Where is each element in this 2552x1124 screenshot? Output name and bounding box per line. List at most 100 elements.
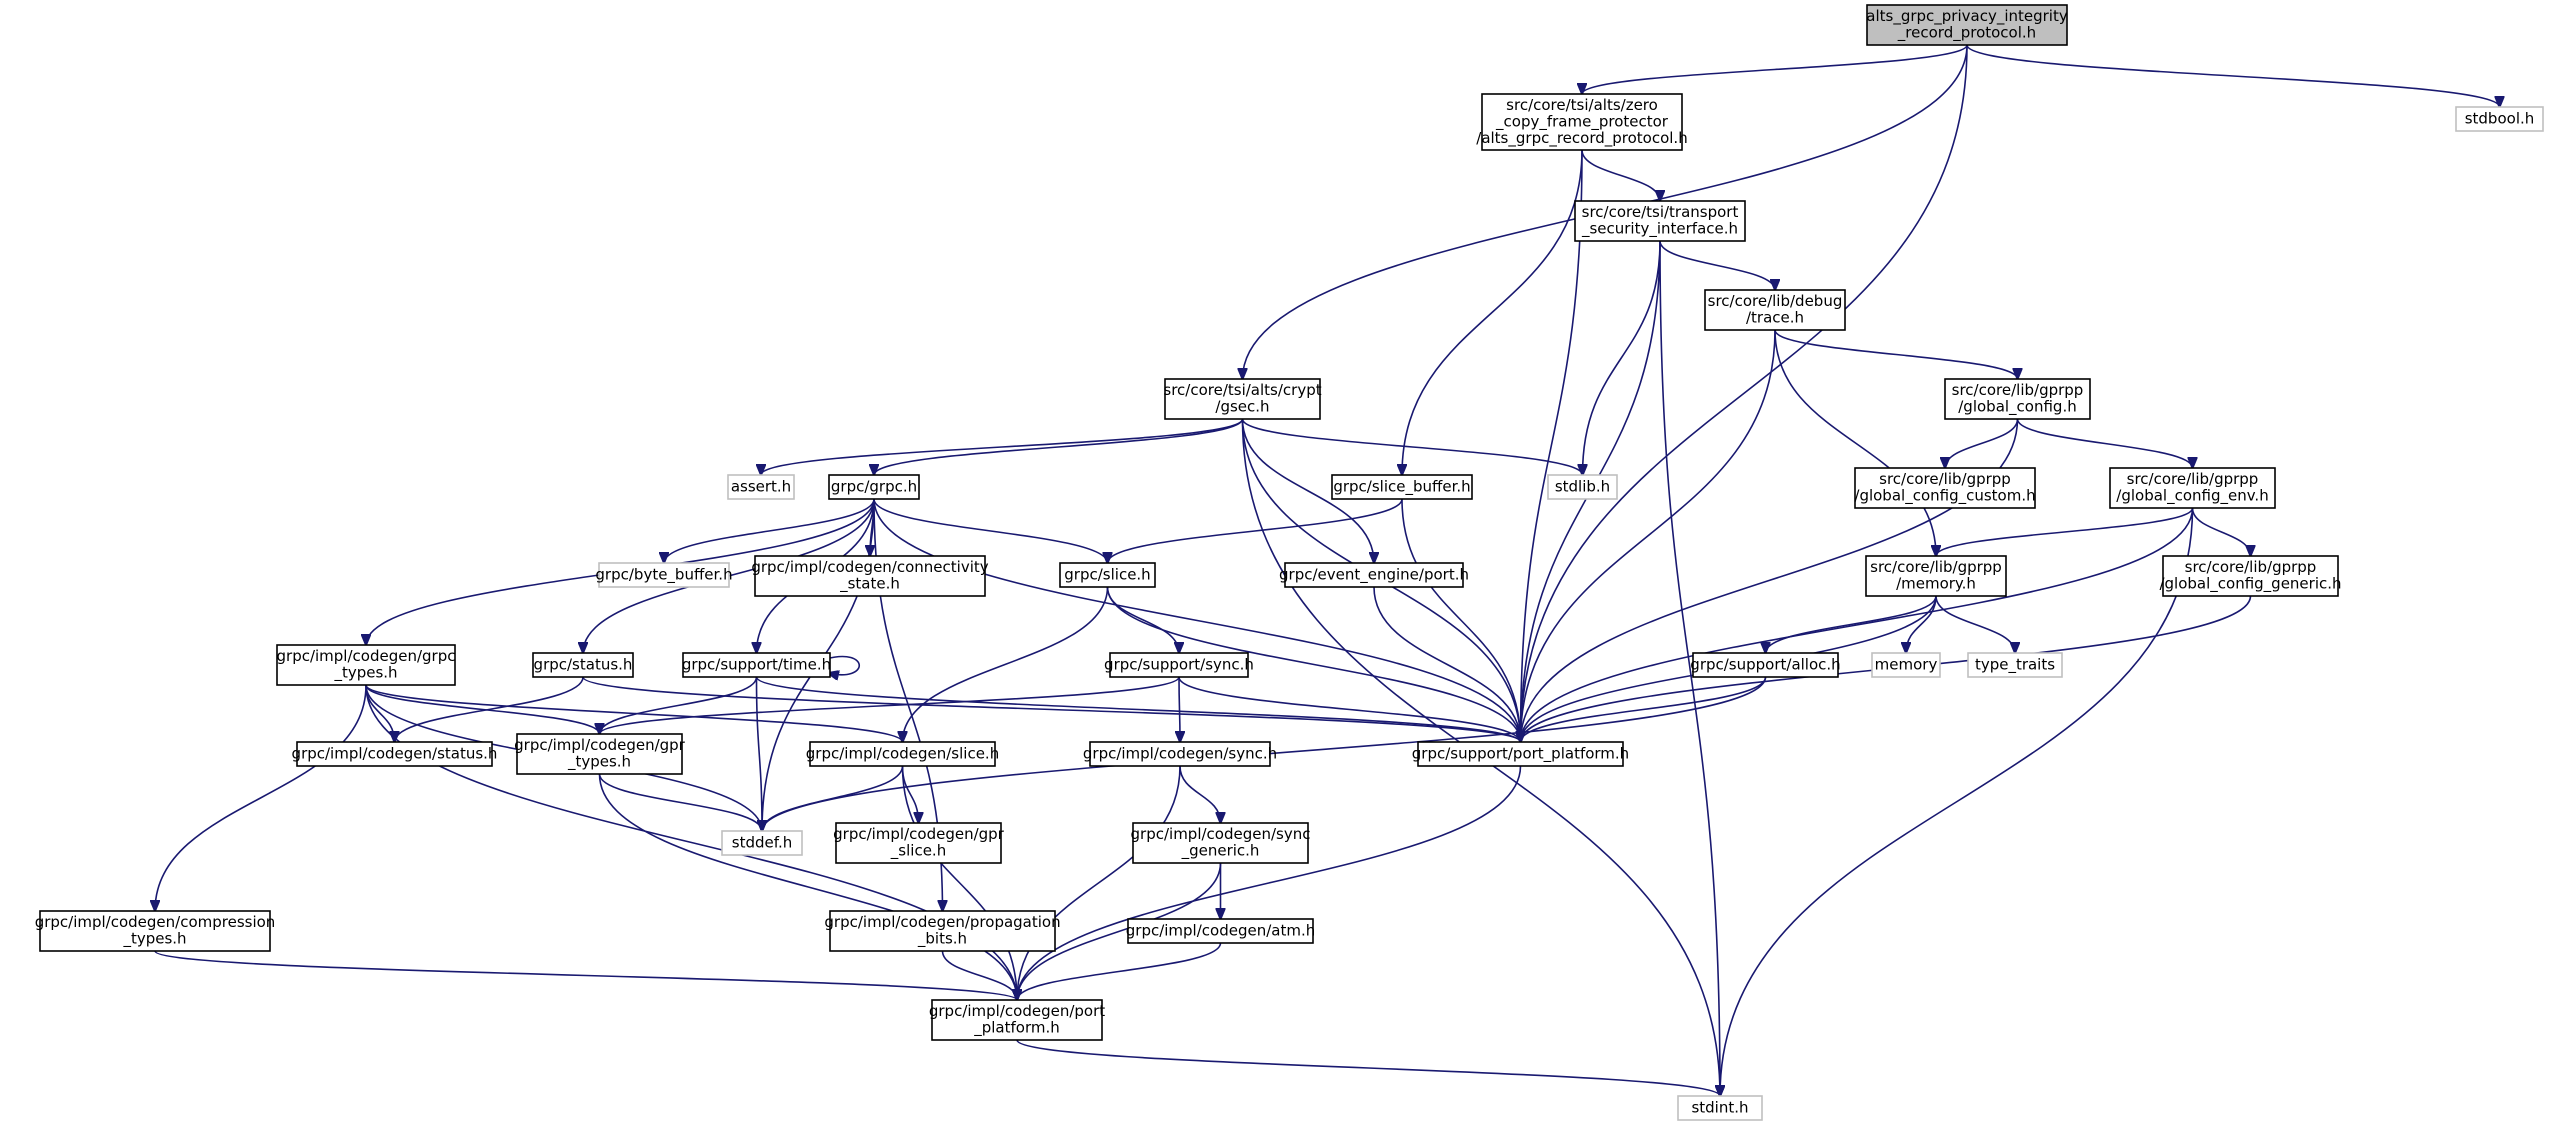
edge-grpc_h-to-port_platform bbox=[873, 498, 1521, 742]
node-gsec[interactable]: src/core/tsi/alts/crypt/gsec.h bbox=[1163, 378, 1322, 420]
node-label: grpc/impl/codegen/sync bbox=[1131, 825, 1311, 843]
node-label: grpc/impl/codegen/propagation bbox=[824, 913, 1060, 931]
node-box bbox=[809, 741, 996, 767]
node-box bbox=[1871, 652, 1941, 678]
edge-gc_env-to-memory_h bbox=[1936, 507, 2194, 556]
node-compression[interactable]: grpc/impl/codegen/compression_types.h bbox=[35, 910, 276, 952]
edge-gsec-to-stdlib bbox=[1241, 418, 1583, 475]
edge-grpc_types-to-compression bbox=[155, 684, 367, 911]
node-cg_port_platform[interactable]: grpc/impl/codegen/port_platform.h bbox=[929, 999, 1105, 1041]
node-box bbox=[727, 474, 795, 500]
node-root[interactable]: alts_grpc_privacy_integrity_record_proto… bbox=[1866, 4, 2068, 46]
edge-propagation-to-cg_port_platform bbox=[941, 950, 1018, 1000]
node-label: grpc/support/time.h bbox=[682, 655, 831, 673]
node-gc_env[interactable]: src/core/lib/gprpp/global_config_env.h bbox=[2109, 467, 2276, 509]
node-box bbox=[1704, 289, 1846, 331]
node-stdbool[interactable]: stdbool.h bbox=[2455, 106, 2544, 132]
edge-zcfp-to-slice_buffer bbox=[1402, 149, 1583, 475]
node-sync_h[interactable]: grpc/support/sync.h bbox=[1104, 652, 1254, 678]
node-status_h[interactable]: grpc/status.h bbox=[532, 652, 634, 678]
node-type_traits[interactable]: type_traits bbox=[1967, 652, 2063, 678]
edge-sync_h-to-gpr_types bbox=[600, 676, 1180, 734]
node-label: type_traits bbox=[1975, 655, 2055, 674]
node-box bbox=[1854, 467, 2036, 509]
node-label: alts_grpc_privacy_integrity bbox=[1866, 7, 2068, 26]
node-atm_h[interactable]: grpc/impl/codegen/atm.h bbox=[1126, 918, 1315, 944]
node-gc_custom[interactable]: src/core/lib/gprpp/global_config_custom.… bbox=[1854, 467, 2036, 509]
edge-global_config-to-gc_custom bbox=[1945, 418, 2019, 468]
node-box bbox=[598, 562, 730, 588]
node-label: grpc/impl/codegen/compression bbox=[35, 913, 276, 931]
node-cg_status[interactable]: grpc/impl/codegen/status.h bbox=[292, 741, 498, 767]
edge-cg_sync-to-sync_generic bbox=[1179, 765, 1221, 823]
edge-time_h-to-stddef bbox=[755, 676, 763, 831]
node-box bbox=[1059, 562, 1156, 588]
edge-slice_buffer-to-port_platform bbox=[1401, 498, 1521, 742]
node-grpc_types[interactable]: grpc/impl/codegen/grpc_types.h bbox=[276, 644, 456, 686]
edge-cg_port_platform-to-stdint bbox=[1016, 1039, 1720, 1096]
node-time_h[interactable]: grpc/support/time.h bbox=[682, 652, 831, 678]
node-label: stddef.h bbox=[732, 833, 792, 851]
node-byte_buffer[interactable]: grpc/byte_buffer.h bbox=[595, 562, 733, 588]
node-gpr_types[interactable]: grpc/impl/codegen/gpr_types.h bbox=[514, 733, 686, 775]
node-label: grpc/impl/codegen/atm.h bbox=[1126, 921, 1315, 939]
node-label: grpc/slice.h bbox=[1064, 565, 1150, 583]
node-box bbox=[1089, 741, 1271, 767]
node-box bbox=[1677, 1095, 1763, 1121]
node-assert[interactable]: assert.h bbox=[727, 474, 795, 500]
node-label: grpc/impl/codegen/slice.h bbox=[806, 744, 999, 762]
edge-tsi_transport-to-stdlib bbox=[1583, 240, 1661, 475]
edge-gc_env-to-stdint bbox=[1720, 507, 2194, 1096]
node-label: _record_protocol.h bbox=[1897, 24, 2036, 43]
node-label: /alts_grpc_record_protocol.h bbox=[1476, 129, 1687, 148]
node-slice_buffer[interactable]: grpc/slice_buffer.h bbox=[1331, 474, 1473, 500]
node-label: grpc/grpc.h bbox=[831, 477, 917, 495]
edge-tsi_transport-to-stdint bbox=[1659, 240, 1720, 1096]
node-label: /global_config_generic.h bbox=[2159, 575, 2341, 594]
node-grpc_h[interactable]: grpc/grpc.h bbox=[828, 474, 920, 500]
node-slice_h[interactable]: grpc/slice.h bbox=[1059, 562, 1156, 588]
node-label: src/core/lib/debug bbox=[1708, 292, 1843, 310]
edge-debug_trace-to-port_platform bbox=[1521, 329, 1776, 742]
node-label: grpc/support/sync.h bbox=[1104, 655, 1254, 673]
node-cg_slice[interactable]: grpc/impl/codegen/slice.h bbox=[806, 741, 999, 767]
node-stddef[interactable]: stddef.h bbox=[721, 830, 803, 856]
node-memory[interactable]: memory bbox=[1871, 652, 1941, 678]
node-memory_h[interactable]: src/core/lib/gprpp/memory.h bbox=[1865, 555, 2007, 597]
node-label: src/core/lib/gprpp bbox=[1870, 558, 2002, 576]
node-stdlib[interactable]: stdlib.h bbox=[1547, 474, 1618, 500]
edge-gpr_types-to-stddef bbox=[598, 773, 763, 831]
node-port_platform[interactable]: grpc/support/port_platform.h bbox=[1412, 741, 1629, 767]
node-conn_state[interactable]: grpc/impl/codegen/connectivity_state.h bbox=[751, 555, 989, 597]
node-propagation[interactable]: grpc/impl/codegen/propagation_bits.h bbox=[824, 910, 1061, 952]
node-stdint[interactable]: stdint.h bbox=[1677, 1095, 1763, 1121]
node-global_config[interactable]: src/core/lib/gprpp/global_config.h bbox=[1944, 378, 2091, 420]
node-box bbox=[1417, 741, 1624, 767]
edge-tsi_transport-to-debug_trace bbox=[1659, 240, 1775, 290]
node-box bbox=[1127, 918, 1314, 944]
node-label: /global_config_custom.h bbox=[1854, 487, 2035, 506]
node-sync_generic[interactable]: grpc/impl/codegen/sync_generic.h bbox=[1131, 822, 1311, 864]
node-label: grpc/impl/codegen/connectivity bbox=[751, 558, 988, 576]
edge-grpc_h-to-byte_buffer bbox=[664, 498, 875, 563]
node-box bbox=[835, 822, 1002, 864]
edge-memory_h-to-type_traits bbox=[1935, 595, 2015, 653]
node-zcfp[interactable]: src/core/tsi/alts/zero_copy_frame_protec… bbox=[1476, 93, 1688, 151]
edge-sync_h-to-port_platform bbox=[1178, 676, 1521, 742]
node-label: grpc/byte_buffer.h bbox=[595, 565, 732, 584]
node-gc_generic[interactable]: src/core/lib/gprpp/global_config_generic… bbox=[2159, 555, 2342, 597]
node-box bbox=[39, 910, 271, 952]
edge-ee_port-to-port_platform bbox=[1373, 586, 1521, 742]
edge-compression-to-cg_port_platform bbox=[154, 950, 1017, 1000]
node-alloc_h[interactable]: grpc/support/alloc.h bbox=[1690, 652, 1841, 678]
node-cg_sync[interactable]: grpc/impl/codegen/sync.h bbox=[1083, 741, 1277, 767]
edge-debug_trace-to-global_config bbox=[1774, 329, 2018, 379]
node-tsi_transport[interactable]: src/core/tsi/transport_security_interfac… bbox=[1574, 200, 1746, 242]
node-debug_trace[interactable]: src/core/lib/debug/trace.h bbox=[1704, 289, 1846, 331]
node-label: _state.h bbox=[839, 575, 900, 594]
node-label: src/core/tsi/transport bbox=[1582, 203, 1739, 221]
node-box bbox=[2455, 106, 2544, 132]
node-box bbox=[1109, 652, 1249, 678]
node-ee_port[interactable]: grpc/event_engine/port.h bbox=[1279, 562, 1469, 588]
node-gpr_slice[interactable]: grpc/impl/codegen/gpr_slice.h bbox=[833, 822, 1005, 864]
